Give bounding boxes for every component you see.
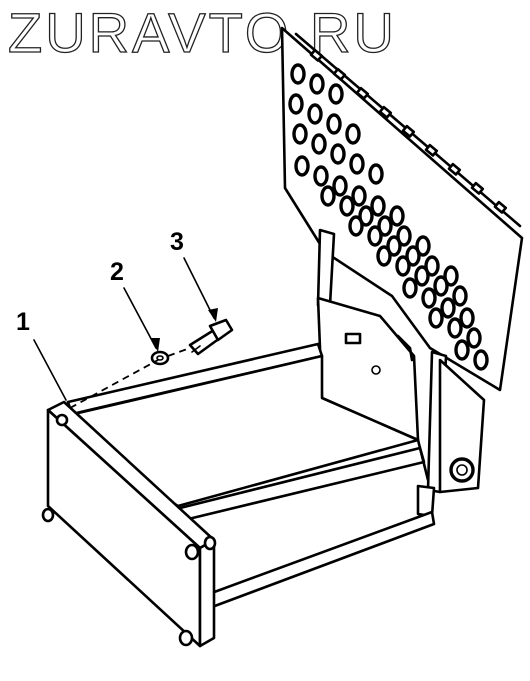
flange-slot — [470, 181, 485, 195]
flange-slot — [355, 86, 370, 100]
perforation-hole — [424, 255, 440, 277]
perforation-hole — [421, 287, 437, 309]
front-end-plate — [41, 400, 217, 648]
front-bolt-side — [203, 535, 217, 551]
perforation-hole — [440, 297, 456, 319]
perforation-hole — [351, 185, 367, 207]
perforation-hole — [328, 83, 344, 105]
rear-plate-hole — [371, 365, 381, 375]
front-plate-top-hole — [55, 413, 69, 427]
bolt-thread — [191, 345, 201, 353]
perforation-hole — [447, 317, 463, 339]
perforation-hole — [349, 153, 365, 175]
front-plate-side — [198, 538, 216, 648]
flange-slot — [309, 48, 324, 62]
pivot-bore-inner — [456, 464, 468, 476]
perforation-hole — [415, 235, 431, 257]
perforation-hole — [358, 205, 374, 227]
washer-bore — [156, 355, 164, 361]
perforation-hole — [452, 285, 468, 307]
bolt-head — [208, 318, 234, 342]
perforation-hole — [332, 175, 348, 197]
rear-upright-plate — [316, 296, 420, 442]
perforation-hole — [339, 195, 355, 217]
right-post-top — [316, 228, 336, 307]
perforation-hole — [292, 123, 308, 145]
perforation-hole — [294, 155, 310, 177]
perforation-hole — [309, 73, 325, 95]
rear-plate-pin — [344, 332, 362, 345]
perforation-hole — [290, 63, 306, 85]
perforation-hole — [386, 235, 402, 257]
callout-1-label: 1 — [16, 308, 30, 336]
callout-3-arrowhead — [208, 308, 218, 322]
perforation-hole — [348, 215, 364, 237]
perforation-hole — [377, 215, 393, 237]
flange-slot — [378, 105, 393, 119]
flange-slot — [401, 124, 416, 138]
perforation-hole — [367, 225, 383, 247]
callout-2-label: 2 — [110, 258, 124, 286]
perforation-hole — [307, 103, 323, 125]
perforation-hole — [466, 327, 482, 349]
floor-right-edge — [416, 438, 430, 482]
frame-box — [66, 342, 436, 612]
perforation-hole — [320, 185, 336, 207]
perforation-hole — [402, 277, 418, 299]
front-bolt-upper-right — [184, 543, 200, 561]
callout-1: 1 — [16, 308, 67, 401]
flange-slot — [424, 143, 439, 157]
perforation-hole — [395, 255, 411, 277]
rear-plate-edge — [396, 334, 414, 362]
callout-3-label: 3 — [170, 228, 184, 256]
flange-slot — [447, 162, 462, 176]
perforation-hole — [311, 133, 327, 155]
perforation-hole — [443, 265, 459, 287]
right-support-post — [316, 228, 486, 518]
perforation-hole — [454, 339, 470, 361]
watermark-text: ZURAVTO.RU — [8, 1, 397, 64]
perforation-hole — [370, 195, 386, 217]
perforation-hole — [396, 225, 412, 247]
perforation-hole — [428, 307, 444, 329]
perforation-hole — [330, 143, 346, 165]
assembly-centerline — [69, 359, 159, 409]
perforation-hole — [345, 123, 361, 145]
bolt-and-washer — [69, 318, 234, 409]
perforation-hole — [414, 265, 430, 287]
callout-2-arrowhead — [150, 338, 160, 352]
pivot-bracket — [438, 358, 486, 494]
perforation-hole — [288, 93, 304, 115]
front-bolt-left — [41, 507, 55, 523]
perforation-hole — [326, 113, 342, 135]
assembly-centerline-2 — [167, 347, 191, 357]
flange-slot — [493, 200, 508, 214]
bottom-rail — [196, 510, 436, 612]
perforation-hole — [405, 245, 421, 267]
callout-3-leader — [183, 257, 215, 319]
perforation-hole — [376, 245, 392, 267]
perforation-hole — [313, 165, 329, 187]
perforation-hole — [389, 205, 405, 227]
callout-1-leader — [33, 339, 67, 401]
perforation-hole — [433, 275, 449, 297]
flange-slot — [332, 67, 347, 81]
pivot-bore — [449, 457, 475, 483]
front-bolt-lower — [178, 629, 194, 647]
callout-2: 2 — [110, 258, 160, 352]
perforated-guard-plate — [280, 26, 524, 392]
guard-plate-holes — [288, 48, 508, 371]
callout-3: 3 — [170, 228, 218, 322]
perforation-hole — [459, 307, 475, 329]
perforation-hole — [368, 163, 384, 185]
perforation-hole — [473, 349, 489, 371]
